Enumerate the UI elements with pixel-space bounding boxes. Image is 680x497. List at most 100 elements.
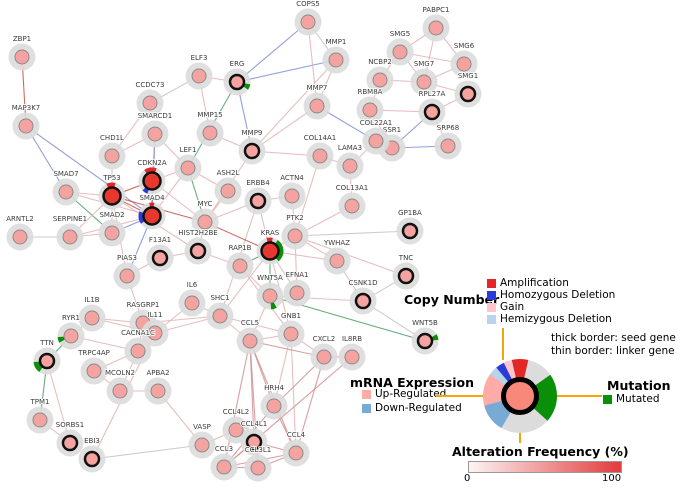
node-CCL4L1[interactable]: CCL4L1 <box>240 419 268 456</box>
node-MMP7[interactable]: MMP7 <box>303 83 331 120</box>
node-CSNK1D[interactable]: CSNK1D <box>348 278 378 315</box>
node-RBM8A[interactable]: RBM8A <box>356 87 384 124</box>
node-RASGRP1[interactable]: RASGRP1 <box>126 300 160 337</box>
node-COL22A1[interactable]: COL22A1 <box>359 118 393 155</box>
node-TRPC4AP[interactable]: TRPC4AP <box>76 348 111 385</box>
thin-border-note: thin border: linker gene <box>551 345 675 357</box>
node-HRH4[interactable]: HRH4 <box>260 383 288 420</box>
node-label: SHC1 <box>210 294 229 302</box>
node-F13A1[interactable]: F13A1 <box>146 235 174 272</box>
node-EBI3[interactable]: EBI3 <box>78 436 106 473</box>
node-APBA2[interactable]: APBA2 <box>144 368 172 405</box>
node-core <box>300 14 316 30</box>
node-MMP9[interactable]: MMP9 <box>238 128 266 165</box>
node-core <box>58 184 74 200</box>
node-GP1BA[interactable]: GP1BA <box>396 208 424 245</box>
node-CCL3[interactable]: CCL3 <box>210 444 238 481</box>
node-label: RAP1B <box>229 244 252 252</box>
node-label: PTK2 <box>286 214 304 222</box>
node-NCBP2[interactable]: NCBP2 <box>366 57 394 94</box>
node-SRP68[interactable]: SRP68 <box>434 123 462 160</box>
node-core <box>194 437 210 453</box>
node-ERG[interactable]: ERG <box>223 59 251 96</box>
alteration-min-label: 0 <box>464 473 471 484</box>
node-LAMA3[interactable]: LAMA3 <box>336 143 364 180</box>
node-MCOLN2[interactable]: MCOLN2 <box>104 368 136 405</box>
node-MYC[interactable]: MYC <box>191 199 219 236</box>
node-KRAS[interactable]: KRAS <box>256 228 284 265</box>
node-CHD1L[interactable]: CHD1L <box>98 133 126 170</box>
node-CACNA1C[interactable]: CACNA1C <box>120 328 156 365</box>
node-label: CACNA1C <box>121 329 155 337</box>
node-ZBP1[interactable]: ZBP1 <box>8 34 36 71</box>
node-PTK2[interactable]: PTK2 <box>281 213 309 250</box>
node-SMG5[interactable]: SMG5 <box>386 29 414 66</box>
node-core <box>309 98 325 114</box>
node-SMG1[interactable]: SMG1 <box>454 71 482 108</box>
node-MAP3K7[interactable]: MAP3K7 <box>11 103 41 140</box>
node-SERPINE1[interactable]: SERPINE1 <box>52 214 88 251</box>
node-EFNA1[interactable]: EFNA1 <box>283 270 311 307</box>
node-core <box>344 349 360 365</box>
node-core <box>63 328 79 344</box>
node-TP53[interactable]: TP53 <box>98 173 126 210</box>
node-RYR1[interactable]: RYR1 <box>57 313 85 350</box>
node-COL14A1[interactable]: COL14A1 <box>303 133 337 170</box>
node-LEF1[interactable]: LEF1 <box>174 145 202 182</box>
node-label: ARNTL2 <box>6 215 34 223</box>
node-ERBB4[interactable]: ERBB4 <box>244 178 272 215</box>
legend-connector <box>436 395 483 397</box>
node-VASP[interactable]: VASP <box>188 422 216 459</box>
node-SMG6[interactable]: SMG6 <box>450 41 478 78</box>
node-CCL4[interactable]: CCL4 <box>282 430 310 467</box>
node-IL11[interactable]: IL11 <box>141 310 169 347</box>
node-YWHAZ[interactable]: YWHAZ <box>322 238 351 275</box>
node-label: MYC <box>198 200 213 208</box>
node-PIAS3[interactable]: PIAS3 <box>113 253 141 290</box>
node-CCDC73[interactable]: CCDC73 <box>135 80 165 117</box>
node-SORBS1[interactable]: SORBS1 <box>55 420 85 457</box>
node-core <box>392 44 408 60</box>
node-ELF3[interactable]: ELF3 <box>185 53 213 90</box>
node-RPL27A[interactable]: RPL27A <box>418 89 446 126</box>
node-IL6[interactable]: IL6 <box>178 280 206 317</box>
node-GNB1[interactable]: GNB1 <box>277 311 305 348</box>
node-CCL5[interactable]: CCL5 <box>236 318 264 355</box>
node-WNT5B[interactable]: WNT5B <box>411 318 439 355</box>
node-SMAD2[interactable]: SMAD2 <box>98 210 126 247</box>
node-ARNTL2[interactable]: ARNTL2 <box>5 214 35 251</box>
node-label: HIST2H2BE <box>178 229 217 237</box>
node-TNC[interactable]: TNC <box>392 253 420 290</box>
node-label: EFNA1 <box>286 271 309 279</box>
node-PABPC1[interactable]: PABPC1 <box>422 5 450 42</box>
node-IL1B[interactable]: IL1B <box>78 295 106 332</box>
node-MMP15[interactable]: MMP15 <box>196 110 224 147</box>
node-COPS5[interactable]: COPS5 <box>294 0 322 36</box>
gain-swatch <box>487 303 496 312</box>
node-label: SMAD7 <box>53 170 78 178</box>
node-TTN[interactable]: TTN <box>33 338 61 375</box>
node-SMARCD1[interactable]: SMARCD1 <box>137 111 173 148</box>
node-SMAD4[interactable]: SMAD4 <box>138 193 166 230</box>
node-ACTN4[interactable]: ACTN4 <box>278 173 306 210</box>
node-WNT5A[interactable]: WNT5A <box>256 273 284 310</box>
node-CCL3L1[interactable]: CCL3L1 <box>244 445 272 482</box>
node-CDKN2A[interactable]: CDKN2A <box>136 158 168 195</box>
node-core <box>180 160 196 176</box>
node-label: LEF1 <box>180 146 197 154</box>
node-core <box>14 49 30 65</box>
node-core <box>228 73 246 91</box>
node-HIST2H2BE[interactable]: HIST2H2BE <box>177 228 219 265</box>
node-core <box>423 103 441 121</box>
node-RAP1B[interactable]: RAP1B <box>226 243 254 280</box>
node-MMP1[interactable]: MMP1 <box>322 37 350 74</box>
node-CXCL2[interactable]: CXCL2 <box>310 334 338 371</box>
node-SHC1[interactable]: SHC1 <box>206 293 234 330</box>
node-COL13A1[interactable]: COL13A1 <box>335 183 369 220</box>
node-label: SMG7 <box>414 60 434 68</box>
node-ASH2L[interactable]: ASH2L <box>214 168 242 205</box>
node-TPM1[interactable]: TPM1 <box>26 397 54 434</box>
node-IL8RB[interactable]: IL8RB <box>338 334 366 371</box>
node-SMG7[interactable]: SMG7 <box>410 59 438 96</box>
node-SMAD7[interactable]: SMAD7 <box>52 169 80 206</box>
